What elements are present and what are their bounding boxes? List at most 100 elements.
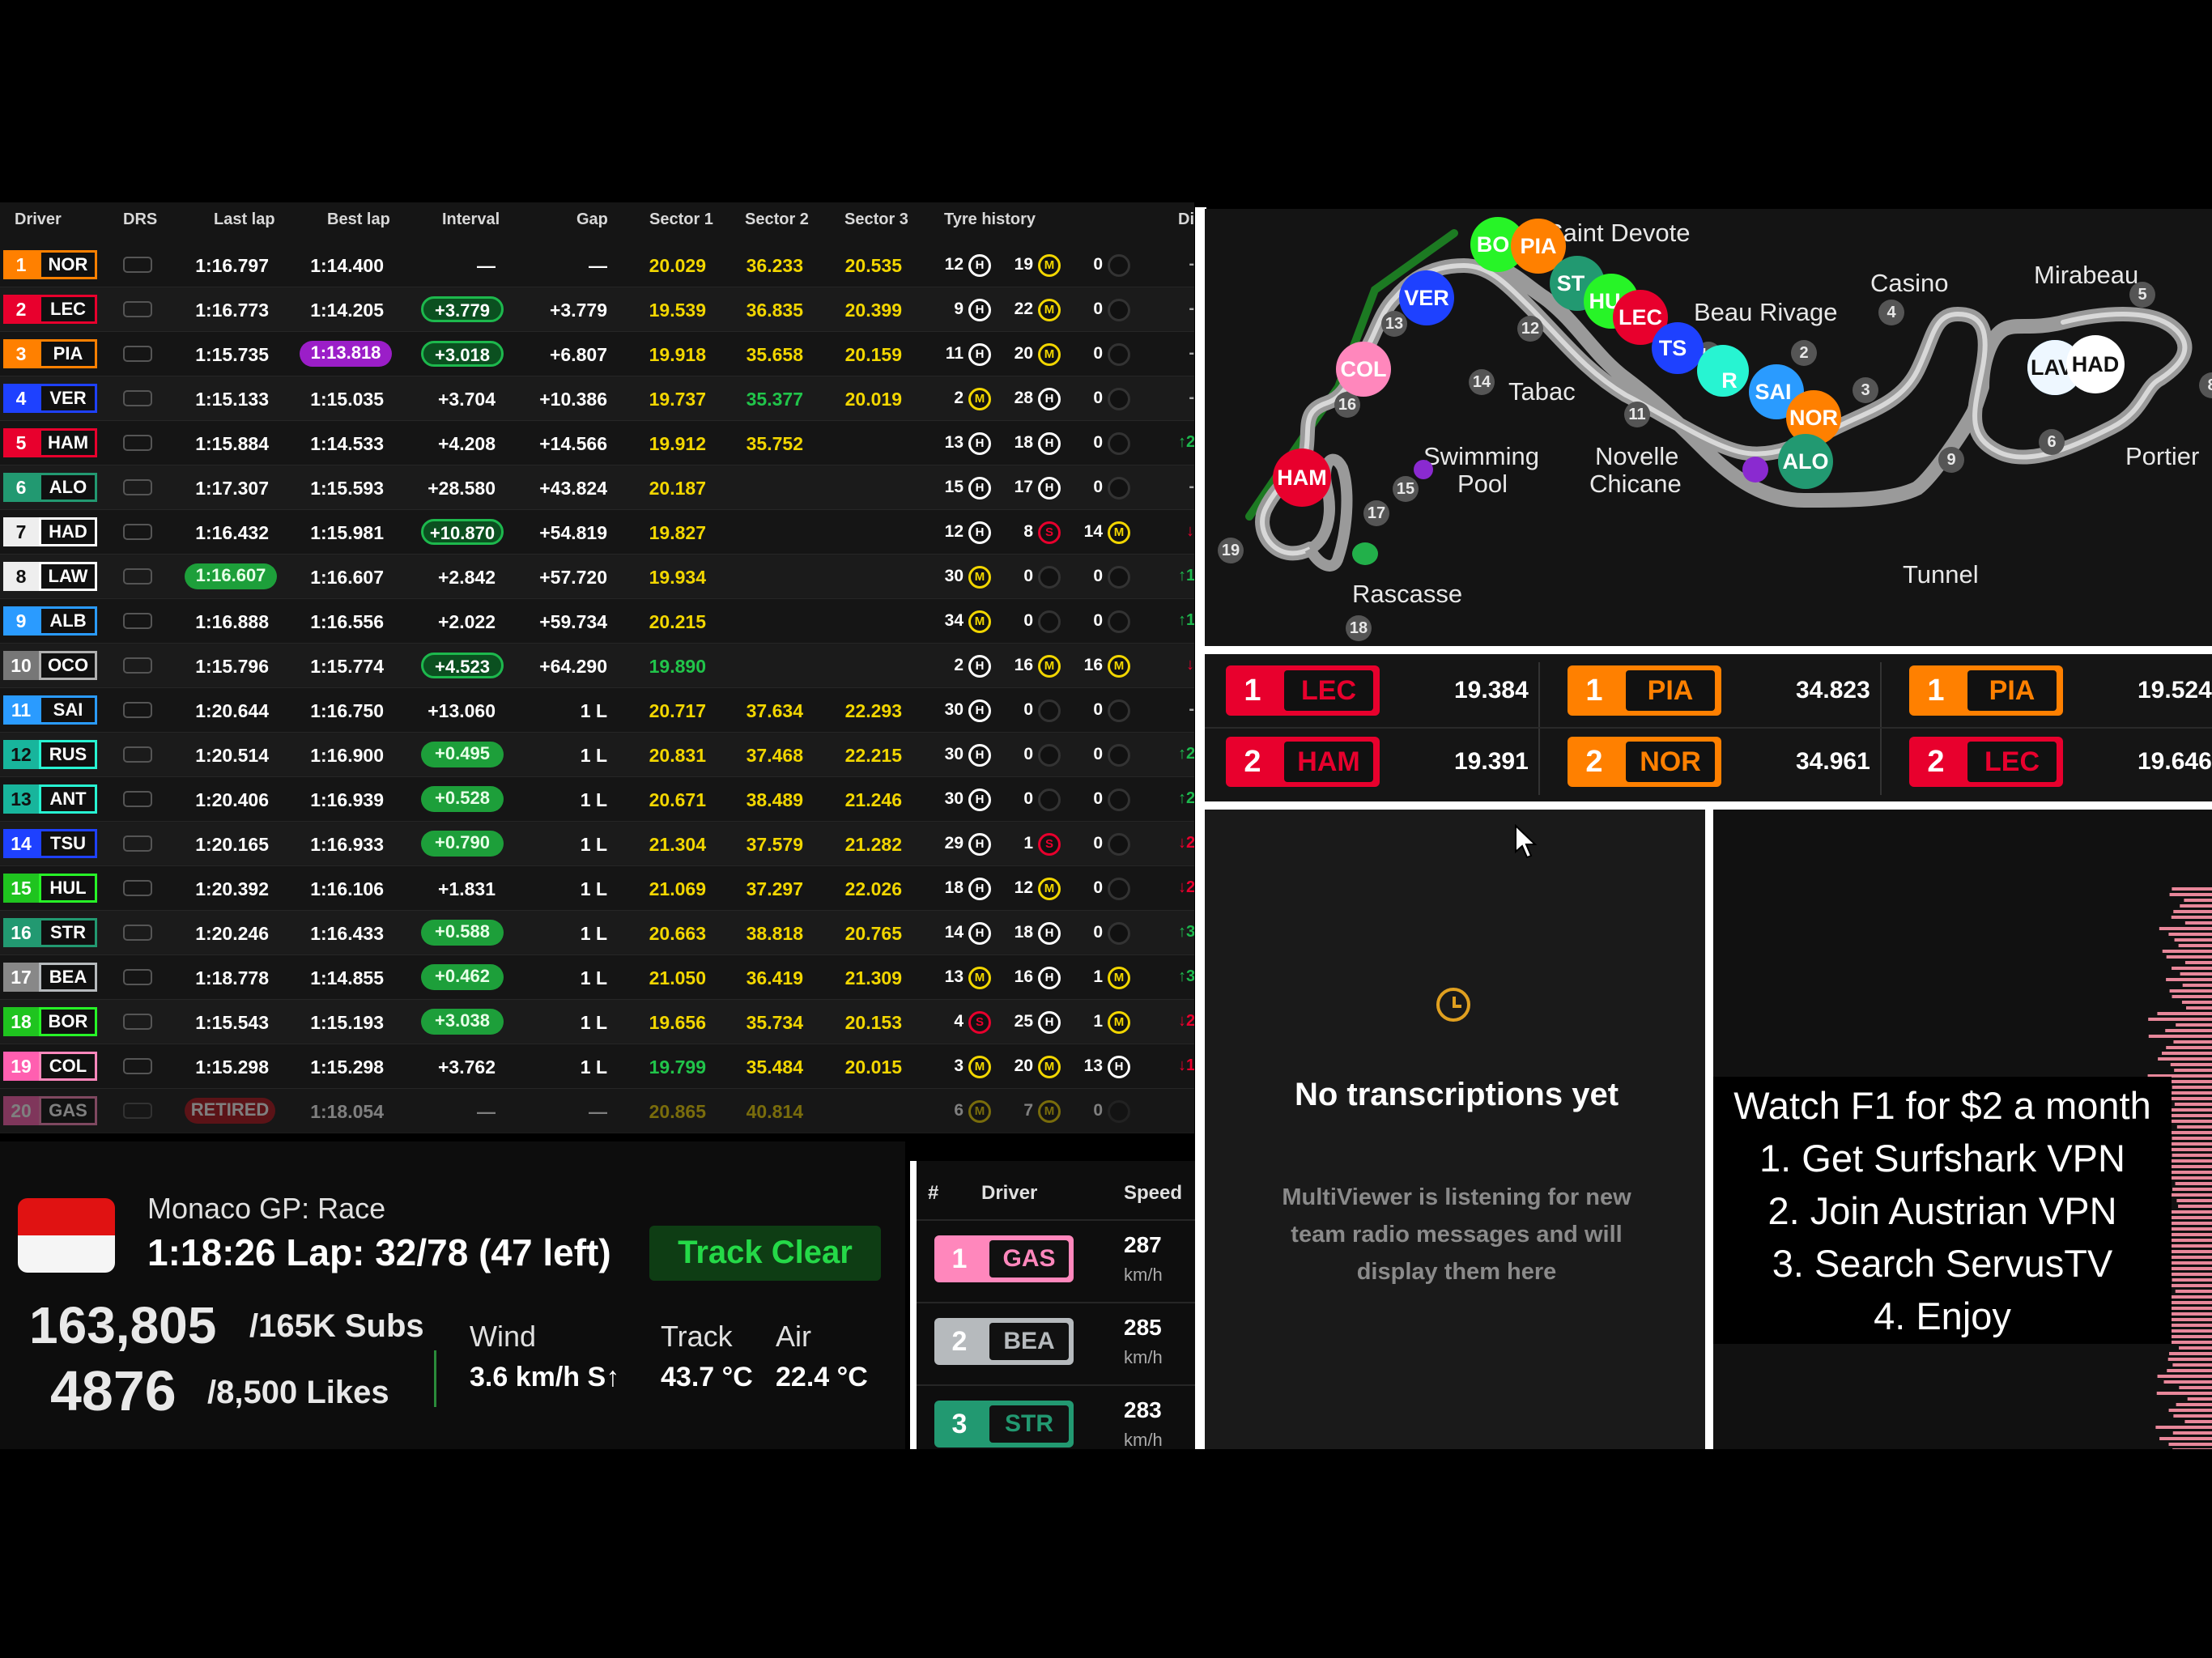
car-marker-green[interactable] bbox=[1352, 542, 1378, 565]
car-marker-lec[interactable]: LEC bbox=[1613, 290, 1668, 345]
driver-code[interactable]: ALO bbox=[39, 473, 97, 502]
driver-code[interactable]: TSU bbox=[39, 829, 97, 858]
car-marker-bo[interactable]: BO bbox=[1470, 217, 1525, 272]
svg-text:12: 12 bbox=[1521, 320, 1539, 338]
tyre-stint: 0 bbox=[1078, 566, 1130, 589]
header-driver[interactable]: Driver bbox=[15, 210, 62, 228]
driver-code[interactable]: SAI bbox=[39, 695, 97, 725]
visualizer-bar bbox=[2172, 1137, 2212, 1140]
driver-code[interactable]: GAS bbox=[39, 1096, 97, 1125]
driver-code[interactable]: BEA bbox=[39, 963, 97, 992]
wind-value: 3.6 km/h S↑ bbox=[470, 1362, 620, 1392]
driver-code[interactable]: RUS bbox=[39, 740, 97, 769]
car-marker-nor[interactable]: NOR bbox=[1786, 390, 1841, 445]
last-lap: 1:15.735 bbox=[195, 344, 269, 365]
sector-3: 20.019 bbox=[844, 389, 902, 410]
visualizer-bar bbox=[2166, 1210, 2212, 1214]
track-map[interactable]: Saint Devote Casino Mirabeau Beau Rivage… bbox=[1205, 209, 2212, 648]
car-marker-r[interactable]: R bbox=[1697, 345, 1749, 397]
header-sector-2[interactable]: Sector 2 bbox=[745, 210, 809, 228]
svg-text:9: 9 bbox=[1946, 451, 1955, 469]
header-drs[interactable]: DRS bbox=[123, 210, 158, 228]
car-marker-col[interactable]: COL bbox=[1336, 342, 1391, 397]
car-marker-alo[interactable]: ALO bbox=[1778, 434, 1833, 489]
driver-code[interactable]: BOR bbox=[39, 1007, 97, 1036]
driver-code[interactable]: STR bbox=[39, 918, 97, 947]
sector-3: 20.765 bbox=[844, 923, 902, 944]
position-change: - bbox=[1189, 300, 1194, 317]
race-clock: 1:18:26 Lap: 32/78 (47 left) bbox=[147, 1231, 611, 1273]
car-marker-had[interactable]: HAD bbox=[2066, 335, 2125, 393]
header-sector-3[interactable]: Sector 3 bbox=[844, 210, 908, 228]
visualizer-bar bbox=[2185, 1006, 2212, 1010]
driver-code[interactable]: COL bbox=[39, 1052, 97, 1081]
driver-code[interactable]: ALB bbox=[39, 606, 97, 636]
car-marker-purple[interactable] bbox=[1414, 460, 1433, 479]
best-lap: 1:16.607 bbox=[310, 567, 384, 588]
sector-3: 22.215 bbox=[844, 745, 902, 766]
visualizer-bar bbox=[2157, 1216, 2212, 1219]
car-marker-ham[interactable]: HAM bbox=[1273, 449, 1331, 507]
driver-code[interactable]: VER bbox=[39, 384, 97, 413]
drs-indicator bbox=[123, 925, 152, 941]
driver-code[interactable]: NOR bbox=[39, 250, 97, 279]
driver-code[interactable]: OCO bbox=[39, 651, 97, 680]
header-sector-1[interactable]: Sector 1 bbox=[649, 210, 713, 228]
driver-code[interactable]: HAM bbox=[39, 428, 97, 457]
drs-indicator bbox=[123, 435, 152, 451]
car-marker-ver[interactable]: VER bbox=[1399, 270, 1454, 325]
visualizer-bar bbox=[2148, 1035, 2212, 1038]
driver-code[interactable]: ANT bbox=[39, 784, 97, 814]
sector-3: 22.293 bbox=[844, 700, 902, 721]
tyre-laps: 19 bbox=[1014, 255, 1033, 274]
driver-code[interactable]: LEC bbox=[39, 295, 97, 324]
driver-code[interactable]: LAW bbox=[39, 562, 97, 591]
car-marker-pia[interactable]: PIA bbox=[1511, 219, 1566, 274]
tyre-laps: 18 bbox=[1014, 923, 1033, 942]
header-best-lap[interactable]: Best lap bbox=[327, 210, 390, 228]
header-di[interactable]: Di bbox=[1178, 210, 1194, 228]
car-marker-ts[interactable]: TS bbox=[1652, 322, 1704, 374]
header-last-lap[interactable]: Last lap bbox=[214, 210, 275, 228]
visualizer-bar bbox=[2163, 1380, 2212, 1384]
tyre-stint: 0 bbox=[1009, 789, 1061, 811]
header-tyre-history[interactable]: Tyre history bbox=[944, 210, 1036, 228]
header-gap[interactable]: Gap bbox=[576, 210, 608, 228]
driver-code[interactable]: HAD bbox=[39, 517, 97, 546]
driver-code[interactable]: PIA bbox=[39, 339, 97, 368]
driver-code[interactable]: HUL bbox=[39, 874, 97, 903]
tyre-laps: 16 bbox=[1083, 656, 1103, 674]
header-interval[interactable]: Interval bbox=[442, 210, 500, 228]
car-marker-purple-2[interactable] bbox=[1742, 457, 1768, 483]
best-lap: 1:15.193 bbox=[310, 1012, 384, 1033]
